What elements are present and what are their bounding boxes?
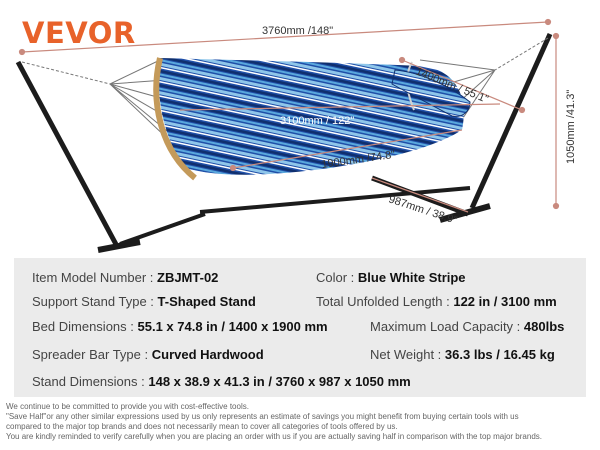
dimension-lines (18, 18, 560, 213)
hammock-diagram: 3760mm /148" 1050mm /41.3" 1400mm / 55.1… (15, 18, 577, 253)
disclaimer-line: We continue to be committed to provide y… (6, 402, 249, 411)
spec-stand-dimensions: Stand Dimensions : 148 x 38.9 x 41.3 in … (32, 374, 411, 389)
brand-logo: VEVOR (22, 16, 136, 50)
spec-label: Color : (316, 270, 355, 285)
disclaimer-line: compared to the major top brands and doe… (6, 422, 398, 431)
spec-label: Net Weight : (370, 347, 442, 362)
suspension-ropes (21, 37, 549, 161)
spec-label: Total Unfolded Length : (316, 294, 450, 309)
spec-label: Spreader Bar Type : (32, 347, 149, 362)
spec-value: 55.1 x 74.8 in / 1400 x 1900 mm (137, 319, 328, 334)
spec-panel: Item Model Number : ZBJMT-02 Color : Blu… (14, 258, 586, 397)
spec-load-capacity: Maximum Load Capacity : 480lbs (370, 319, 564, 334)
spec-value: 148 x 38.9 x 41.3 in / 3760 x 987 x 1050… (148, 374, 411, 389)
spec-label: Support Stand Type : (32, 294, 154, 309)
spec-label: Bed Dimensions : (32, 319, 134, 334)
spec-value: Curved Hardwood (151, 347, 264, 362)
spec-stand-type: Support Stand Type : T-Shaped Stand (32, 294, 256, 309)
spec-value: T-Shaped Stand (157, 294, 256, 309)
spec-bed-dimensions: Bed Dimensions : 55.1 x 74.8 in / 1400 x… (32, 319, 328, 334)
spec-spreader-bar: Spreader Bar Type : Curved Hardwood (32, 347, 264, 362)
disclaimer-line: "Save Half"or any other similar expressi… (6, 412, 519, 421)
spec-value: Blue White Stripe (357, 270, 466, 285)
spec-label: Maximum Load Capacity : (370, 319, 521, 334)
overall-length-label: 3760mm /148" (262, 25, 333, 37)
disclaimer-line: You are kindly reminded to verify carefu… (6, 432, 542, 441)
spec-color: Color : Blue White Stripe (316, 270, 466, 285)
spreader-span-label: 3100mm / 122" (280, 115, 354, 127)
spec-label: Item Model Number : (32, 270, 154, 285)
spec-value: 36.3 lbs / 16.45 kg (444, 347, 555, 362)
spec-model: Item Model Number : ZBJMT-02 (32, 270, 218, 285)
height-label: 1050mm /41.3" (565, 90, 577, 164)
spec-unfolded-length: Total Unfolded Length : 122 in / 3100 mm (316, 294, 557, 309)
spec-value: ZBJMT-02 (157, 270, 219, 285)
spec-label: Stand Dimensions : (32, 374, 145, 389)
disclaimer: We continue to be committed to provide y… (6, 402, 596, 442)
spec-value: 122 in / 3100 mm (453, 294, 557, 309)
spec-net-weight: Net Weight : 36.3 lbs / 16.45 kg (370, 347, 555, 362)
spec-value: 480lbs (523, 319, 565, 334)
